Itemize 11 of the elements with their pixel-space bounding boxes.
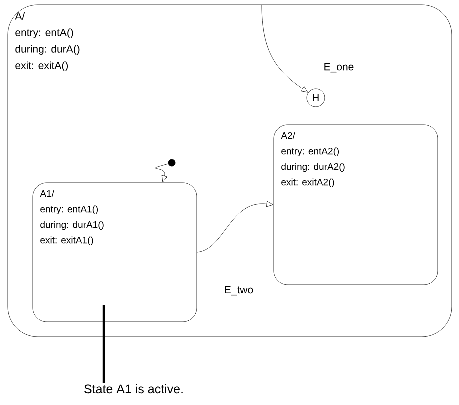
- edge-label: E_two: [223, 285, 255, 297]
- caption-text: State A1 is active.: [84, 384, 183, 394]
- leader-line: [102, 305, 106, 384]
- history-junction: H: [306, 88, 326, 108]
- transition-arrow: [155, 164, 169, 182]
- transition-arrow: [262, 4, 308, 93]
- transition-arrow: [197, 201, 274, 253]
- state-box: A1/ entry: entA1() during: durA1() exit: exitA1(): [32, 182, 198, 322]
- state-box: A2/ entry: entA2() during: durA2() exit: exitA2(): [274, 124, 438, 286]
- edge-label: E_one: [322, 62, 356, 74]
- default-transition-dot: [168, 159, 176, 167]
